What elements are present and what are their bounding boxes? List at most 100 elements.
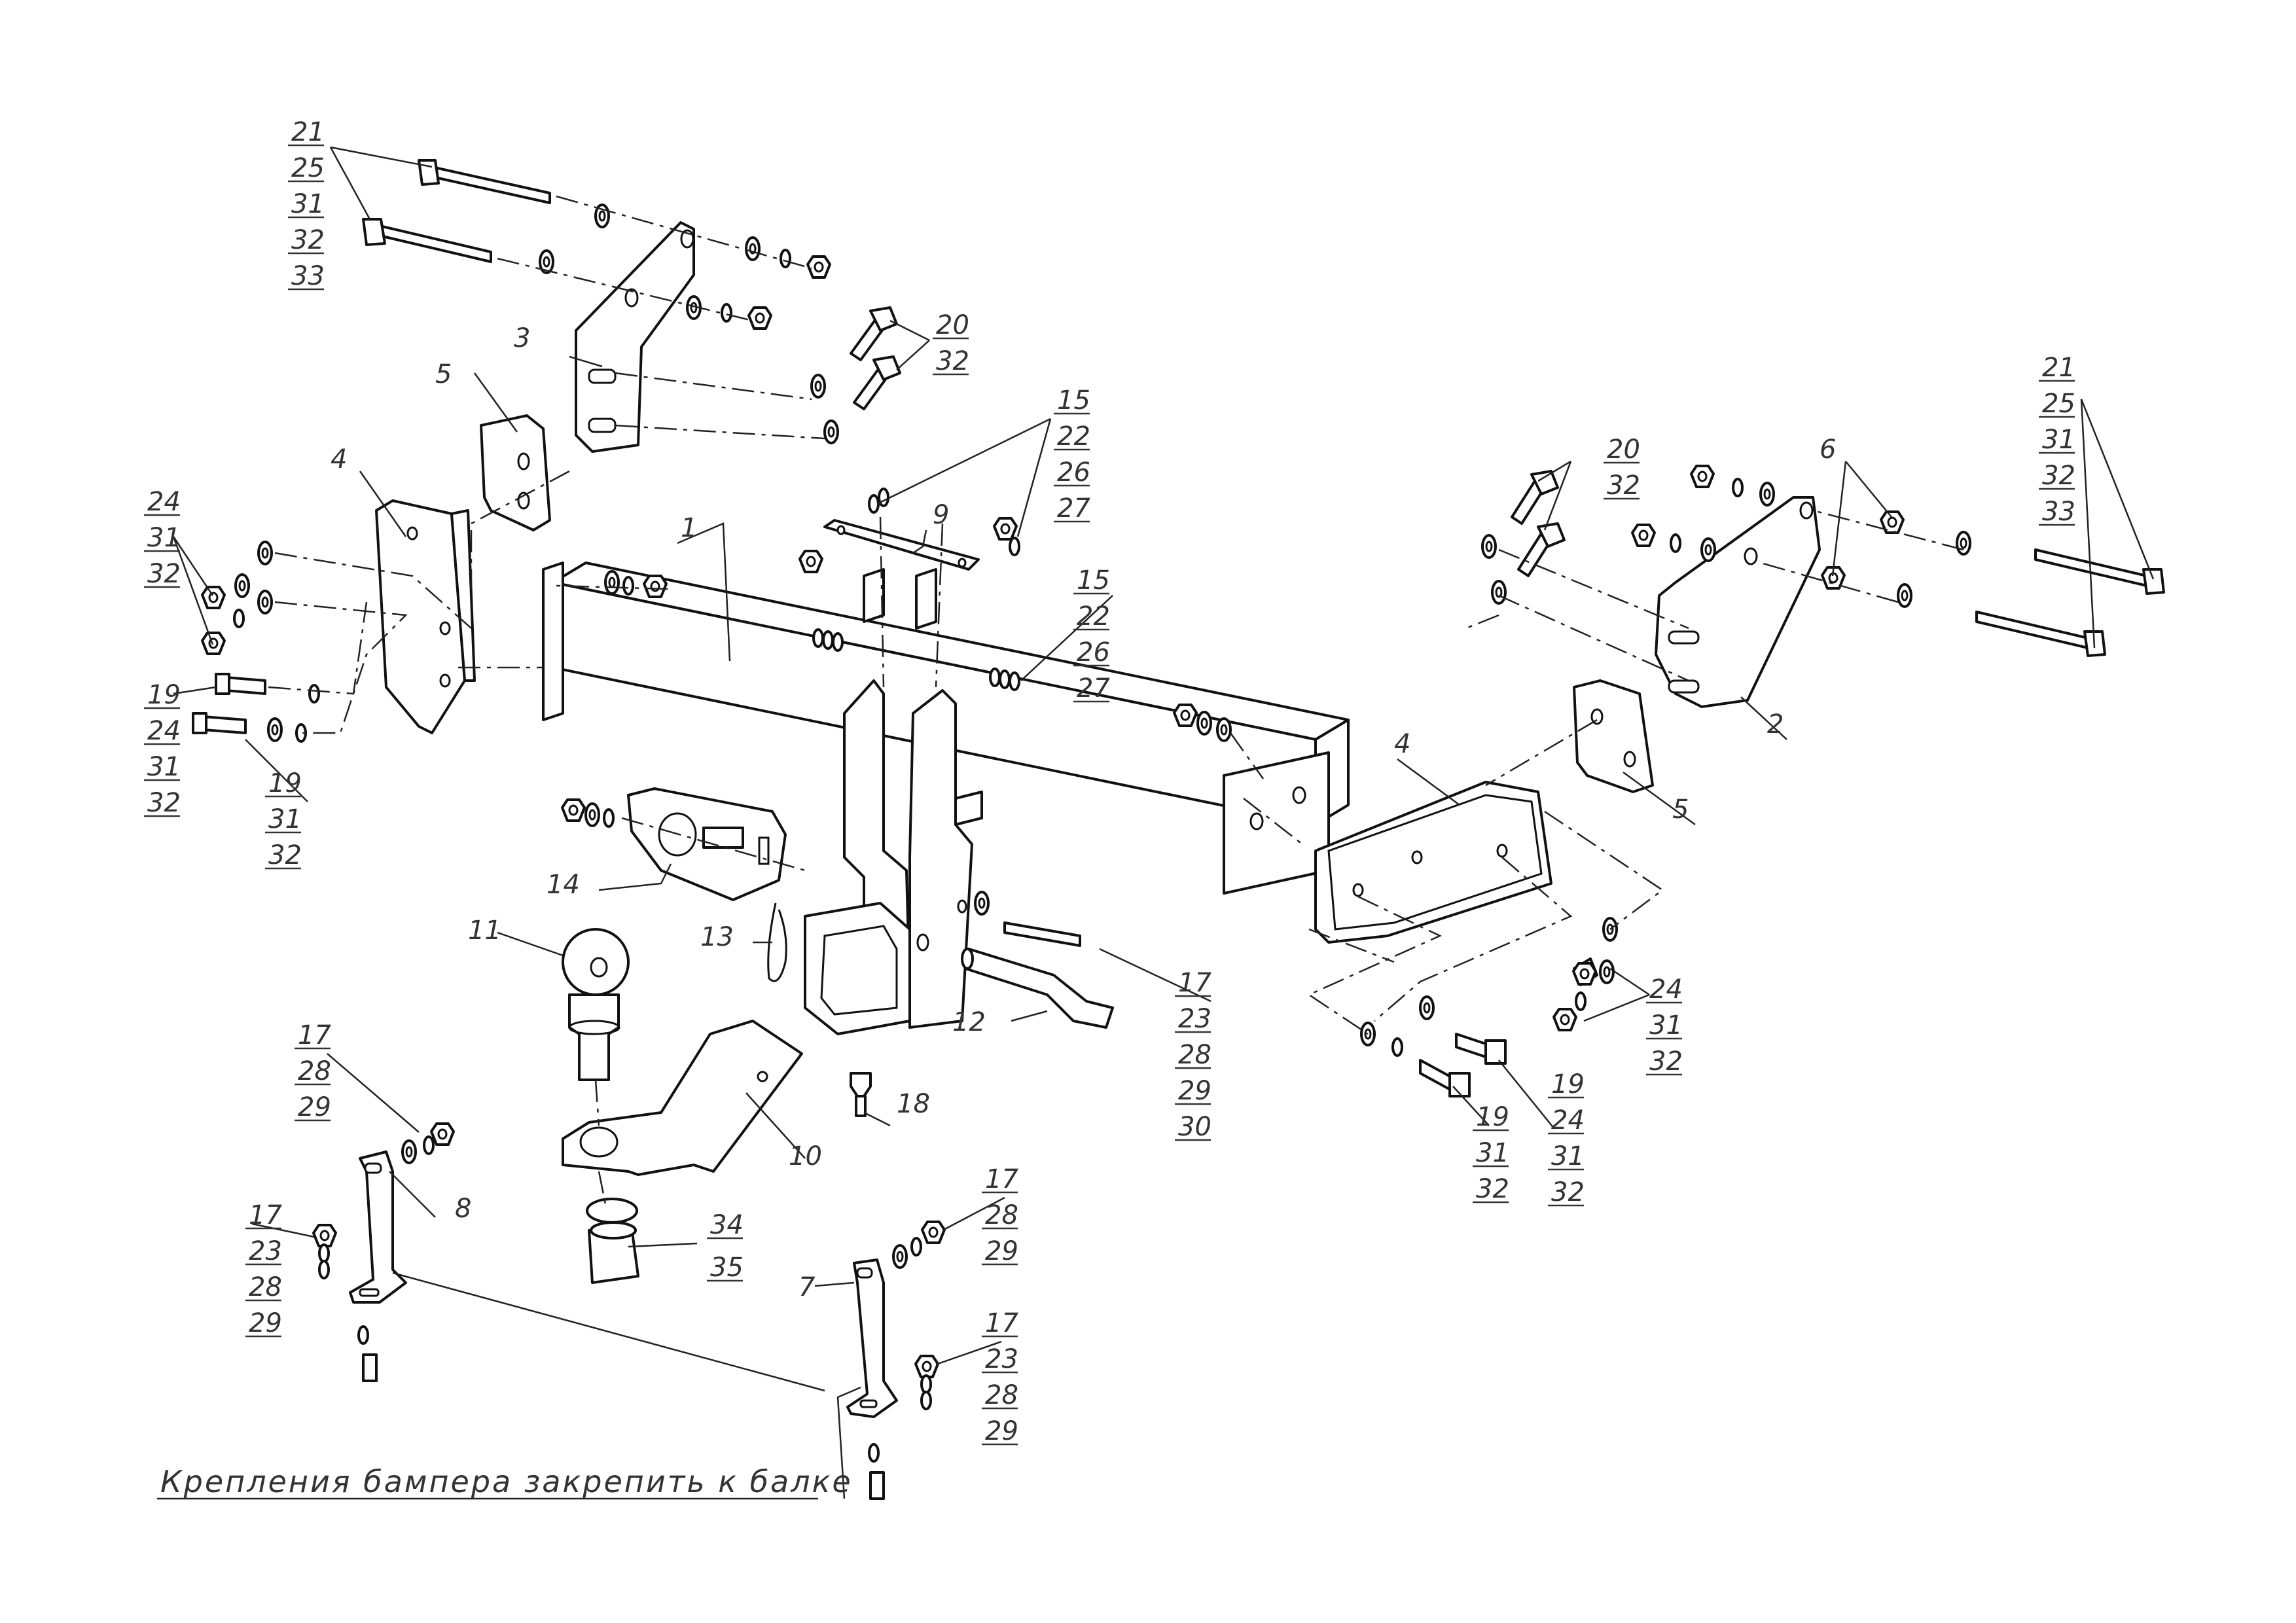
callout-11: 11 [468,916,501,946]
fasteners-misc [192,488,1618,1500]
svg-text:17: 17 [985,1164,1018,1194]
callout-5-right: 5 [1672,794,1689,825]
leader-lines [157,146,2155,1500]
svg-text:24: 24 [147,487,181,517]
svg-text:17: 17 [298,1020,331,1050]
callout-18: 18 [897,1089,930,1119]
bolts-20-right [1481,470,1566,605]
svg-text:24: 24 [147,716,181,746]
svg-text:21: 21 [2042,353,2075,383]
assembly-center-lines [268,195,1964,1205]
svg-text:23: 23 [1178,1004,1211,1034]
label-20-right: 20 32 [1604,435,1640,501]
svg-text:34: 34 [710,1210,744,1240]
svg-text:32: 32 [2042,461,2075,491]
svg-text:17: 17 [1178,968,1211,998]
svg-text:29: 29 [985,1236,1018,1266]
tow-ball-11 [562,928,630,1081]
callout-25-tl: 25 [291,153,325,183]
svg-text:24: 24 [1551,1105,1585,1135]
svg-text:32: 32 [936,346,969,376]
svg-text:35: 35 [710,1253,744,1283]
right-plate-5 [1573,679,1654,793]
callout-14: 14 [547,870,580,900]
receiver-plates [804,679,983,1035]
callout-7: 7 [798,1272,816,1302]
svg-text:15: 15 [1077,565,1110,596]
svg-text:32: 32 [147,559,181,589]
svg-text:32: 32 [1476,1174,1509,1204]
callout-33-tl: 33 [291,261,325,291]
label-8-bolt: 17 28 29 [295,1020,331,1122]
label-left-bolt-b: 19 31 32 [265,768,302,870]
svg-text:28: 28 [249,1272,282,1302]
callout-13: 13 [700,922,734,952]
svg-text:32: 32 [1607,471,1640,501]
svg-text:24: 24 [1649,974,1683,1005]
callout-2: 2 [1767,709,1784,740]
svg-text:15: 15 [1057,385,1090,416]
callout-1: 1 [681,513,697,543]
long-bolts-top-left [362,159,831,330]
label-right-bolt-b: 19 24 31 32 [1548,1069,1585,1207]
callout-4-right: 4 [1394,729,1410,759]
svg-text:28: 28 [298,1056,331,1086]
callout-4-left: 4 [331,444,347,474]
svg-text:19: 19 [1476,1102,1509,1132]
callout-6: 6 [1820,435,1836,465]
svg-text:20: 20 [936,310,969,340]
callout-12: 12 [952,1007,986,1037]
ball-mount-10 [562,1020,803,1176]
svg-text:17: 17 [249,1200,282,1230]
svg-text:32: 32 [1649,1046,1683,1077]
svg-text:23: 23 [985,1344,1018,1374]
svg-text:22: 22 [1057,421,1090,452]
svg-text:25: 25 [2042,389,2075,419]
label-right-nuts: 24 31 32 [1646,974,1683,1077]
label-7-bolt: 17 28 29 [982,1164,1018,1266]
label-15-mid: 15 22 26 27 [1073,565,1110,704]
svg-text:31: 31 [147,752,181,782]
svg-text:20: 20 [1607,435,1640,465]
svg-text:19: 19 [1551,1069,1585,1099]
svg-text:28: 28 [985,1200,1018,1230]
right-side-bracket-2 [1655,496,1821,708]
label-8-nut: 17 23 28 29 [245,1200,282,1338]
label-top-right-bolts: 21 25 31 32 33 [2039,353,2075,527]
label-15-top: 15 22 26 27 [1054,385,1090,524]
svg-text:29: 29 [249,1308,282,1338]
svg-text:26: 26 [1077,637,1110,668]
washer-nut-34-35 [586,1198,639,1284]
callout-5-left: 5 [435,359,452,389]
bumper-strap-7 [846,1258,898,1418]
label-left-bolt-a: 19 24 31 32 [144,680,181,818]
svg-text:29: 29 [985,1416,1018,1446]
callout-31-tl: 31 [291,189,325,219]
svg-text:26: 26 [1057,457,1090,488]
svg-text:32: 32 [268,840,302,870]
svg-text:31: 31 [2042,425,2075,455]
svg-text:31: 31 [1649,1010,1683,1041]
svg-text:32: 32 [1551,1177,1585,1207]
label-left-nuts: 24 31 32 [144,487,181,589]
pin-12 [961,921,1114,1029]
right-side-bracket-4 [1314,781,1552,944]
label-top-left-bolts: 21 25 31 32 33 [288,117,325,291]
callout-3: 3 [514,323,530,353]
left-side-bracket-4 [375,499,476,734]
svg-text:27: 27 [1057,493,1090,524]
svg-text:19: 19 [268,768,302,798]
svg-text:28: 28 [985,1380,1018,1410]
callout-21-tl: 21 [291,117,325,147]
label-17-pin: 17 23 28 29 30 [1175,968,1211,1142]
svg-text:32: 32 [147,788,181,818]
callout-8: 8 [455,1194,471,1224]
bolts-20-left [810,306,901,444]
svg-text:28: 28 [1178,1040,1211,1070]
callout-32-tl: 32 [291,225,325,255]
callout-9: 9 [933,500,949,530]
bumper-strap-8 [349,1150,407,1304]
svg-text:22: 22 [1077,601,1110,632]
svg-text:31: 31 [147,523,181,553]
bracket-9 [798,519,980,630]
